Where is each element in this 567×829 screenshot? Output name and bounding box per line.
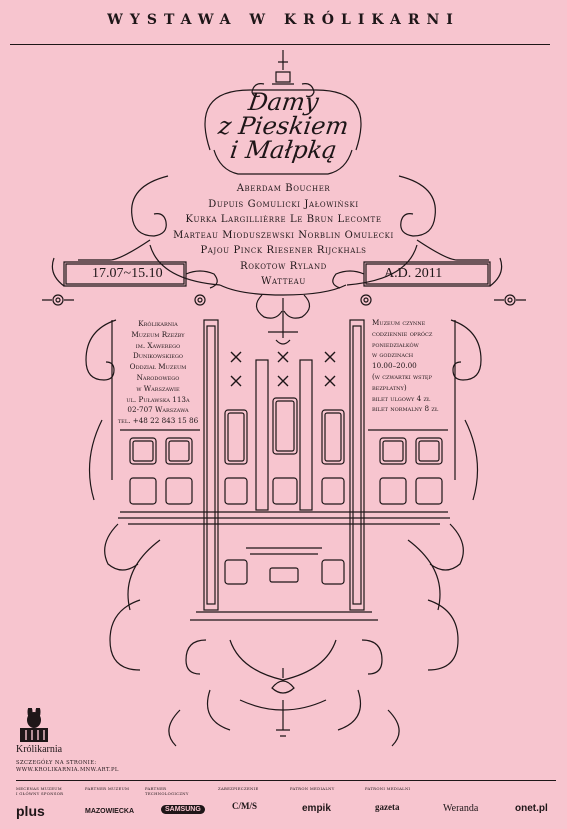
exhibition-year: A.D. 2011 bbox=[384, 266, 443, 281]
hours-line: Muzeum czynne bbox=[372, 318, 426, 327]
sponsor-plus: MECENAS MUZEUM I GŁÓWNY SPONSOR plus bbox=[16, 786, 64, 819]
venue-line: ul. Puławska 113a bbox=[126, 394, 190, 404]
hours-line: w godzinach bbox=[372, 350, 414, 360]
venue-line: 02-707 Warszawa bbox=[127, 405, 189, 415]
artist-line: Aberdam Boucher bbox=[236, 183, 331, 194]
website-details: SZCZEGÓŁY NA STRONIE: WWW.KROLIKARNIA.MN… bbox=[16, 760, 119, 774]
artist-line: Dupuis Gomulicki Jałowiński bbox=[208, 198, 359, 210]
sponsor-mazowiecka: PARTNER MUZEUM MAZOWIECKA bbox=[85, 786, 134, 815]
hours-line: poniedziałków bbox=[372, 339, 419, 349]
sponsor-name: onet.pl bbox=[515, 803, 548, 814]
bottom-rule bbox=[16, 780, 556, 781]
sponsor-role: PARTNER MUZEUM bbox=[85, 786, 130, 791]
title-line-3: i Małpką bbox=[228, 136, 339, 164]
exhibition-date-range: 17.07~15.10 bbox=[92, 266, 163, 281]
top-rule bbox=[10, 44, 550, 45]
sponsor-role: PATRON MEDIALNY bbox=[290, 786, 335, 791]
exhibition-title: Damy z Pieskiem i Małpką bbox=[0, 88, 567, 164]
sponsor-name: MAZOWIECKA bbox=[85, 808, 134, 815]
sponsor-name: empik bbox=[302, 803, 331, 814]
sponsor-name: plus bbox=[16, 803, 45, 819]
sponsor-empik: PATRON MEDIALNY empik bbox=[290, 786, 335, 814]
hours-line: 10.00–20.00 bbox=[372, 361, 417, 371]
sponsor-gazeta: PATRONI MEDIALNI gazeta bbox=[365, 786, 411, 812]
sponsor-role: PARTNER bbox=[145, 786, 167, 791]
sponsor-name: gazeta bbox=[375, 802, 400, 812]
venue-line: Oddział Muzeum bbox=[129, 362, 187, 372]
venue-line: Królikarnia bbox=[138, 319, 178, 328]
venue-line: w Warszawie bbox=[136, 383, 180, 393]
venue-line: tel. +48 22 843 15 86 bbox=[117, 416, 199, 426]
poster-header: WYSTAWA W KRÓLIKARNI bbox=[107, 12, 460, 28]
hours-line: bezpłatny) bbox=[372, 382, 407, 392]
artist-list: Aberdam Boucher Dupuis Gomulicki Jałowiń… bbox=[150, 181, 417, 290]
venue-line: Dunikowskiego bbox=[132, 351, 184, 361]
sponsor-name: C/M/S bbox=[232, 801, 258, 811]
sponsor-role: MECENAS MUZEUM bbox=[16, 786, 62, 791]
website-link[interactable]: WWW.KROLIKARNIA.MNW.ART.PL bbox=[16, 767, 119, 773]
hours-line: codziennie oprócz bbox=[372, 328, 433, 338]
venue-address: Królikarnia Muzeum Rzeźby im. Xawerego D… bbox=[108, 319, 208, 427]
artist-line: Kurka Largillièrre Le Brun Lecomte bbox=[185, 214, 382, 225]
sponsor-role: ZABEZPIECZENIE bbox=[218, 786, 259, 791]
logo-name: Królikarnia bbox=[16, 744, 63, 755]
sponsor-role: I GŁÓWNY SPONSOR bbox=[16, 790, 64, 796]
sponsor-samsung: PARTNER TECHNOLOGICZNY SAMSUNG bbox=[145, 786, 205, 814]
krolikarnia-rabbit-logo-icon bbox=[20, 708, 48, 742]
sponsor-name: SAMSUNG bbox=[161, 805, 205, 814]
artist-line: Watteau bbox=[261, 276, 306, 287]
venue-line: Muzeum Rzeźby bbox=[131, 329, 185, 339]
sponsor-name: Weranda bbox=[443, 803, 479, 814]
sponsor-role: TECHNOLOGICZNY bbox=[145, 790, 189, 796]
hours-line: bilet normalny 8 zł bbox=[372, 404, 439, 414]
opening-hours: Muzeum czynne codziennie oprócz poniedzi… bbox=[372, 318, 460, 415]
sponsor-cms: ZABEZPIECZENIE C/M/S bbox=[218, 786, 259, 811]
sponsor-role: PATRONI MEDIALNI bbox=[365, 786, 411, 791]
artist-line: Pajou Pinck Riesener Rijckhals bbox=[200, 245, 367, 256]
venue-line: Narodowego bbox=[136, 372, 180, 382]
hours-line: (w czwartki wstęp bbox=[372, 371, 432, 381]
title-line-2: z Pieskiem bbox=[216, 112, 351, 140]
artist-line: Marteau Mioduszewski Norblin Omulecki bbox=[173, 229, 394, 241]
artist-line: Rokotow Ryland bbox=[240, 260, 327, 272]
venue-line: im. Xawerego bbox=[135, 340, 181, 350]
hours-line: bilet ulgowy 4 zł bbox=[372, 393, 431, 403]
title-line-1: Damy bbox=[246, 88, 321, 116]
details-label: SZCZEGÓŁY NA STRONIE: bbox=[16, 760, 97, 766]
